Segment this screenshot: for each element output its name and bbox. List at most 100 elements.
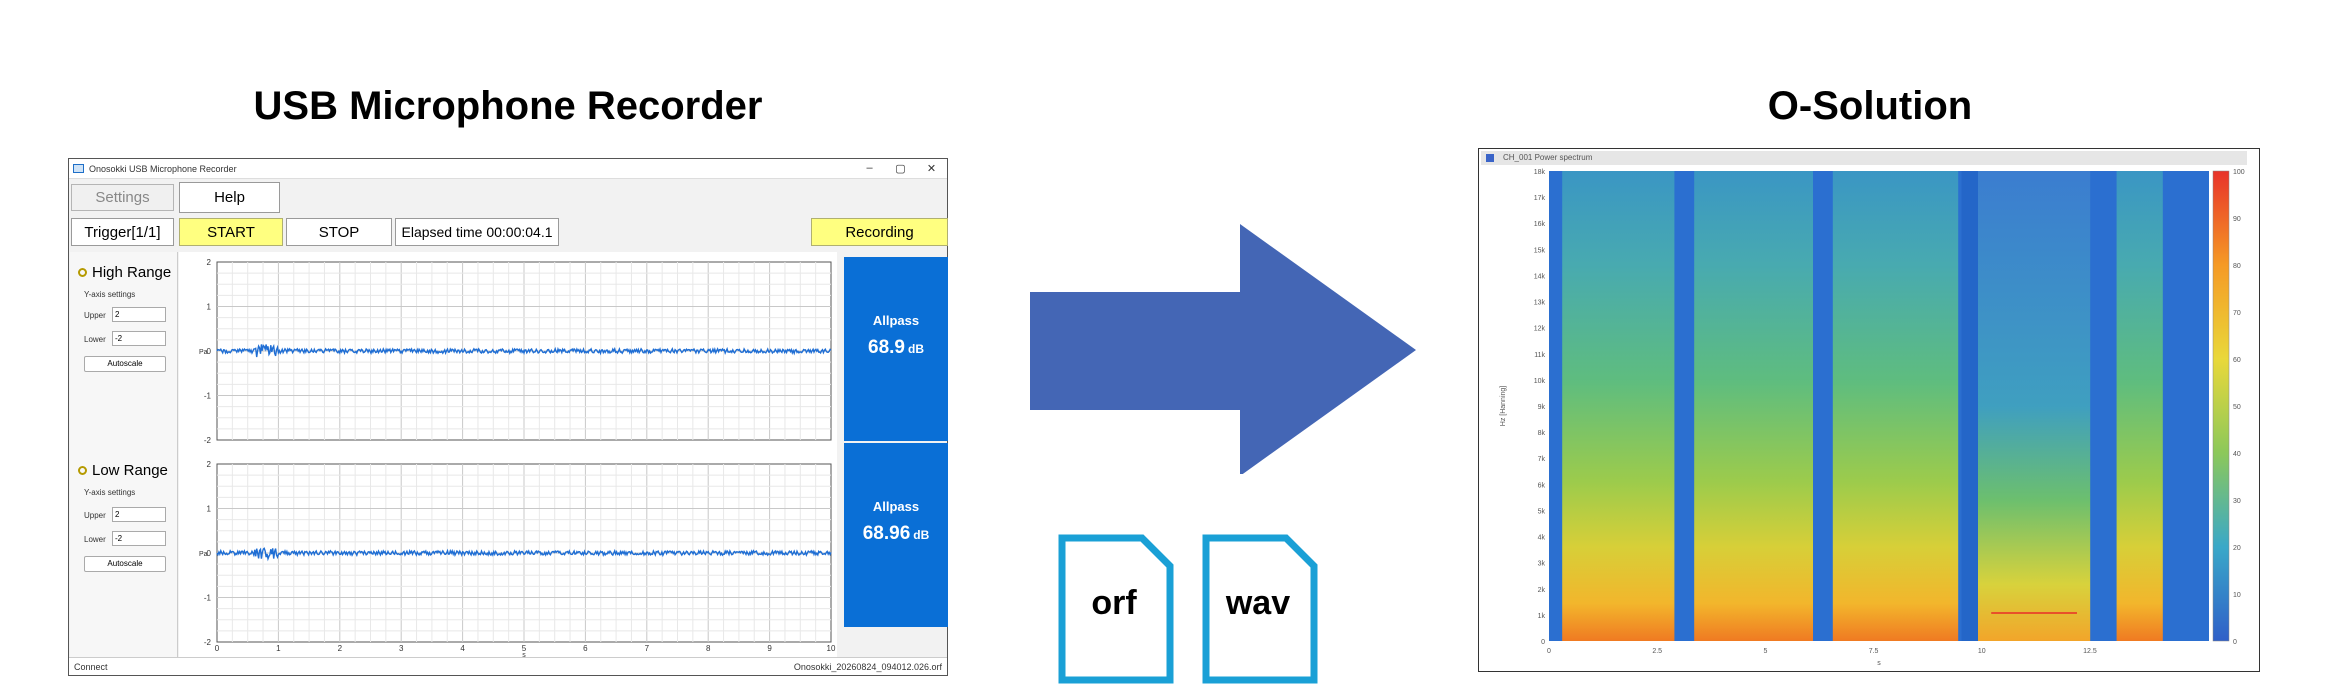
meter-low-number: 68.96	[862, 523, 911, 544]
x-tick-label: 1	[276, 644, 281, 653]
spec-y-tick-label: 5k	[1538, 508, 1546, 515]
control-toolbar: Trigger[1/1] START STOP Elapsed time 00:…	[69, 213, 948, 249]
spectrum-title: CH_001 Power spectrum	[1503, 153, 1593, 162]
high-autoscale-button[interactable]: Autoscale	[84, 356, 166, 372]
low-yaxis-settings-label: Y-axis settings	[84, 488, 136, 497]
x-tick-label: 9	[767, 644, 772, 653]
spectrogram-segment	[2116, 171, 2163, 641]
radio-icon	[78, 268, 87, 277]
window-title: Onosokki USB Microphone Recorder	[89, 163, 237, 174]
spec-y-tick-label: 2k	[1538, 587, 1546, 594]
spec-y-tick-label: 0	[1541, 639, 1545, 646]
spec-y-tick-label: 11k	[1534, 352, 1545, 359]
help-button[interactable]: Help	[179, 182, 280, 213]
spectrogram-segment	[1978, 171, 2091, 641]
colorbar-tick-label: 0	[2233, 639, 2237, 646]
x-axis-label: s	[522, 652, 526, 657]
maximize-button[interactable]: ▢	[895, 163, 906, 175]
meter-high-label: Allpass	[872, 313, 920, 328]
y-axis-label: Pa	[199, 349, 208, 356]
spec-x-tick-label: 7.5	[1869, 648, 1879, 655]
document-icon	[1202, 534, 1318, 684]
spec-y-tick-label: 6k	[1538, 482, 1546, 489]
recording-status-badge: Recording	[811, 218, 948, 246]
spectrum-titlebar: CH_001 Power spectrum	[1481, 151, 2247, 165]
recorder-window: Onosokki USB Microphone Recorder – ▢ ✕ S…	[68, 158, 948, 676]
spec-y-axis-label: Hz [Hanning]	[1500, 386, 1507, 427]
stop-button[interactable]: STOP	[286, 218, 392, 246]
orf-file-label: orf	[1091, 584, 1137, 622]
y-tick-label: 2	[207, 460, 212, 469]
low-autoscale-button[interactable]: Autoscale	[84, 556, 166, 572]
x-tick-label: 3	[399, 644, 404, 653]
spectrogram-segment	[1832, 171, 1959, 641]
spec-y-tick-label: 10k	[1534, 378, 1546, 385]
y-tick-label: 1	[207, 303, 212, 312]
x-tick-label: 4	[460, 644, 465, 653]
wav-file-label: wav	[1225, 584, 1291, 622]
app-icon	[73, 164, 84, 173]
spectrogram-segment	[1694, 171, 1813, 641]
spec-y-tick-label: 1k	[1538, 613, 1546, 620]
x-tick-label: 10	[827, 644, 836, 653]
connection-status: Connect	[74, 662, 108, 672]
high-upper-input[interactable]: 2	[112, 307, 166, 322]
arrow-right-icon	[1030, 224, 1416, 474]
high-lower-input[interactable]: -2	[112, 331, 166, 346]
colorbar-tick-label: 90	[2233, 216, 2241, 223]
low-lower-input[interactable]: -2	[112, 531, 166, 546]
colorbar-tick-label: 100	[2233, 169, 2245, 176]
spec-y-tick-label: 12k	[1534, 326, 1546, 333]
meter-low-unit: dB	[913, 528, 930, 542]
low-lower-label: Lower	[84, 535, 106, 544]
high-range-radio[interactable]: High Range	[78, 264, 171, 281]
y-tick-label: 0	[207, 549, 212, 558]
spec-y-tick-label: 15k	[1534, 247, 1546, 254]
x-tick-label: 0	[215, 644, 220, 653]
y-axis-label: Pa	[199, 551, 208, 558]
colorbar-tick-label: 10	[2233, 592, 2241, 599]
menu-toolbar: Settings Help	[69, 179, 947, 213]
spec-y-tick-label: 9k	[1538, 404, 1546, 411]
spec-y-tick-label: 18k	[1534, 169, 1546, 176]
low-upper-label: Upper	[84, 511, 106, 520]
colorbar-tick-label: 80	[2233, 263, 2241, 270]
y-tick-label: 1	[207, 505, 212, 514]
high-lower-label: Lower	[84, 335, 106, 344]
low-range-radio[interactable]: Low Range	[78, 462, 168, 479]
colorbar-tick-label: 70	[2233, 310, 2241, 317]
colorbar	[2212, 170, 2230, 642]
spec-y-tick-label: 16k	[1534, 221, 1546, 228]
close-button[interactable]: ✕	[926, 163, 937, 175]
start-button[interactable]: START	[179, 218, 283, 246]
colorbar-tick-label: 40	[2233, 451, 2241, 458]
meter-high-number: 68.9	[868, 337, 905, 358]
y-tick-label: -2	[204, 436, 212, 445]
x-tick-label: 5	[522, 644, 527, 653]
low-range-label: Low Range	[92, 462, 168, 479]
spec-x-tick-label: 12.5	[2083, 648, 2097, 655]
wav-file-icon: wav	[1202, 534, 1318, 689]
y-tick-label: -2	[204, 638, 212, 647]
minimize-button[interactable]: –	[866, 162, 873, 174]
x-tick-label: 2	[338, 644, 343, 653]
spectrogram-segment	[1562, 171, 1675, 641]
spec-x-tick-label: 2.5	[1652, 648, 1662, 655]
y-tick-label: -1	[204, 392, 212, 401]
meter-low-label: Allpass	[872, 499, 920, 514]
spectrogram-gap	[1961, 171, 1978, 641]
spec-x-axis-label: s	[1877, 660, 1881, 667]
settings-button[interactable]: Settings	[71, 184, 174, 211]
spec-y-tick-label: 8k	[1538, 430, 1546, 437]
recording-filename: Onosokki_20260824_094012.026.orf	[793, 662, 942, 672]
spec-x-tick-label: 5	[1763, 648, 1767, 655]
spectrogram-plot: 18k17k16k15k14k13k12k11k10k9k8k7k6k5k4k3…	[1500, 169, 2245, 667]
trigger-button[interactable]: Trigger[1/1]	[71, 218, 174, 246]
colorbar-tick-label: 30	[2233, 498, 2241, 505]
low-upper-input[interactable]: 2	[112, 507, 166, 522]
